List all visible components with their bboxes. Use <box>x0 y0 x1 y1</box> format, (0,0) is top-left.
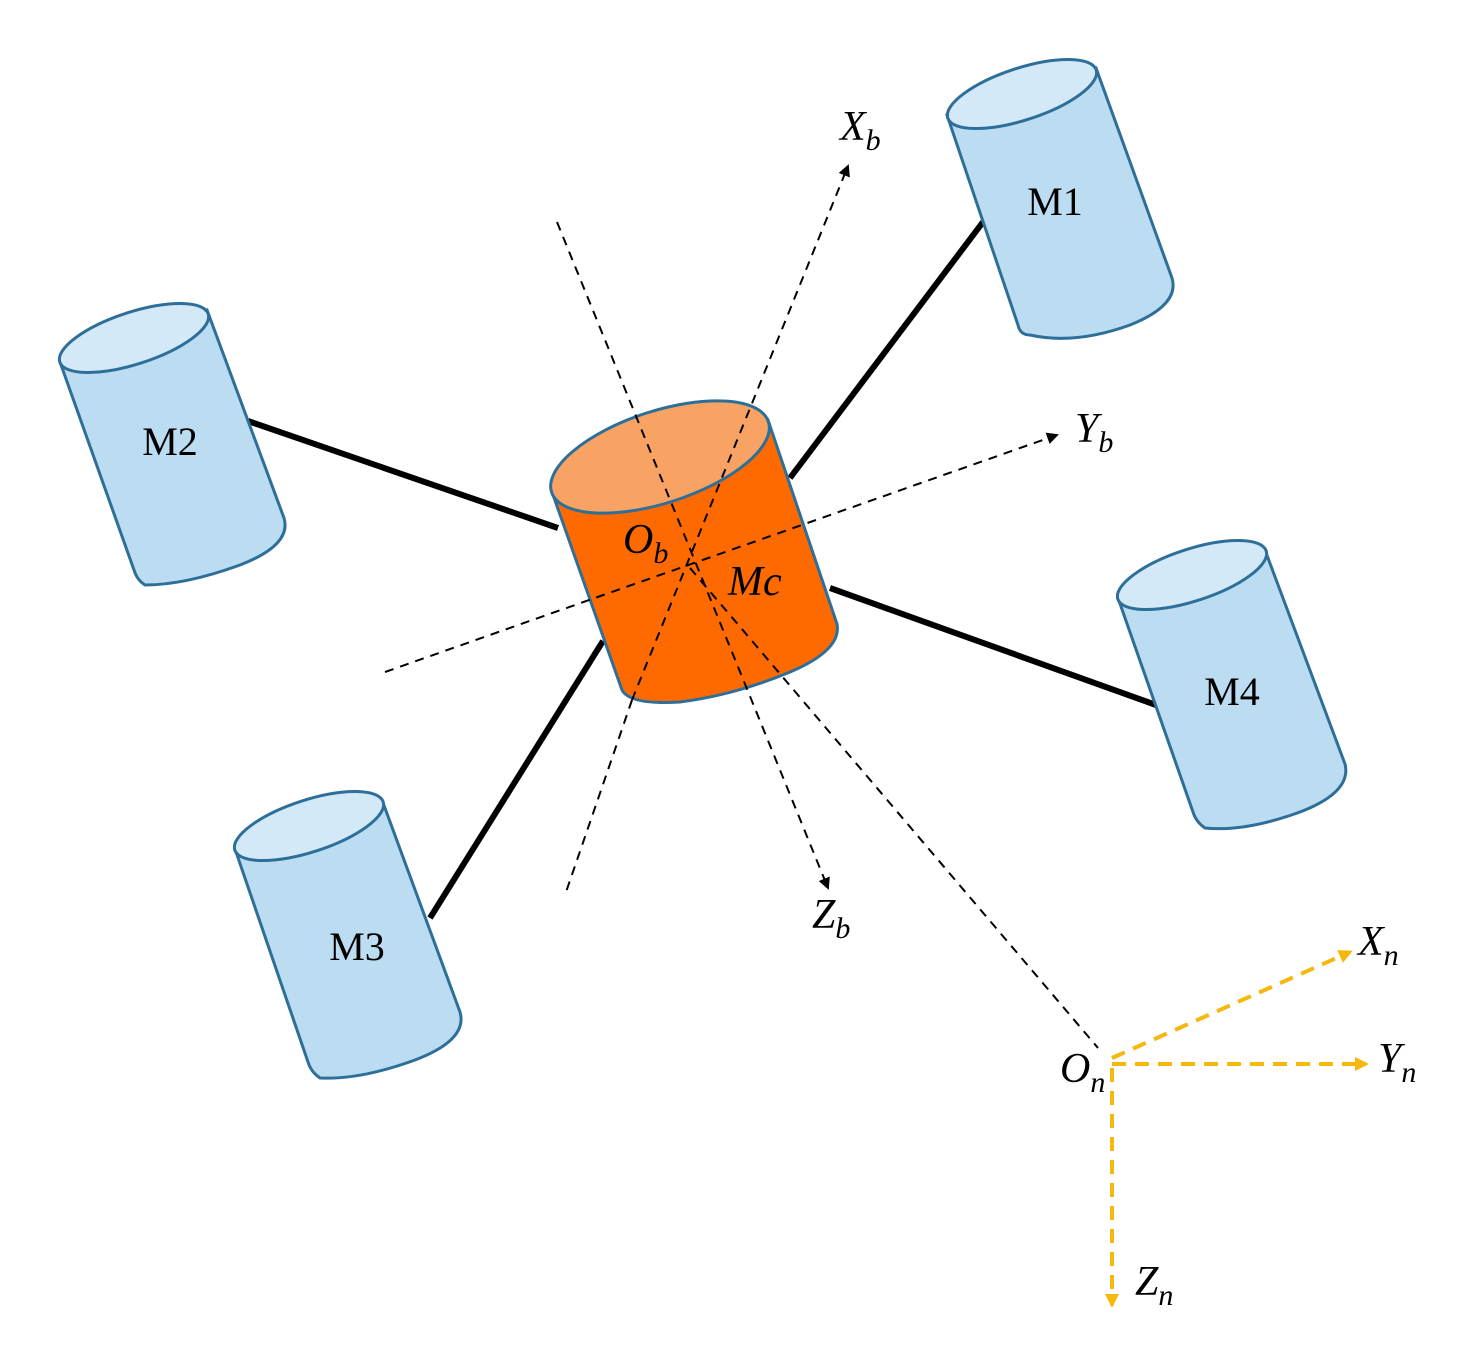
motor-m1: M1 <box>945 57 1175 340</box>
axis-zb-line <box>556 221 830 890</box>
motor-m4: M4 <box>1115 538 1348 831</box>
axis-zb-label: Zb <box>812 892 850 945</box>
axis-to-nav-origin-line <box>689 567 1099 1049</box>
arm-m3 <box>427 639 606 920</box>
motor-m3: M3 <box>232 789 463 1080</box>
axis-xb-line <box>631 164 850 701</box>
axis-yn-label: Yn <box>1378 1036 1416 1089</box>
axis-yb-label: Yb <box>1075 406 1113 459</box>
arm-m4 <box>828 585 1158 708</box>
origin-ob-label: Ob <box>623 517 668 570</box>
motor-m3-label: M3 <box>329 924 385 969</box>
axis-zn-label: Zn <box>1135 1259 1173 1312</box>
motor-m4-label: M4 <box>1204 669 1260 714</box>
motor-m2: M2 <box>57 301 287 587</box>
axis-xn-line <box>1111 950 1353 1060</box>
arm-m2 <box>247 418 559 531</box>
nav-axes <box>1105 950 1369 1308</box>
axis-xb-neg-line <box>564 699 633 896</box>
arm-m1 <box>787 220 986 480</box>
axis-xb-label: Xb <box>838 104 881 157</box>
motor-m1-label: M1 <box>1027 179 1083 224</box>
axis-xn-label: Xn <box>1356 919 1399 972</box>
origin-on-label: On <box>1060 1046 1105 1099</box>
motor-m2-label: M2 <box>142 419 198 464</box>
mass-center-label: Mc <box>727 559 782 605</box>
body-axes <box>384 164 1099 1049</box>
axis-yb-line <box>384 432 1059 673</box>
center-body <box>549 399 839 704</box>
arms <box>247 220 1158 920</box>
